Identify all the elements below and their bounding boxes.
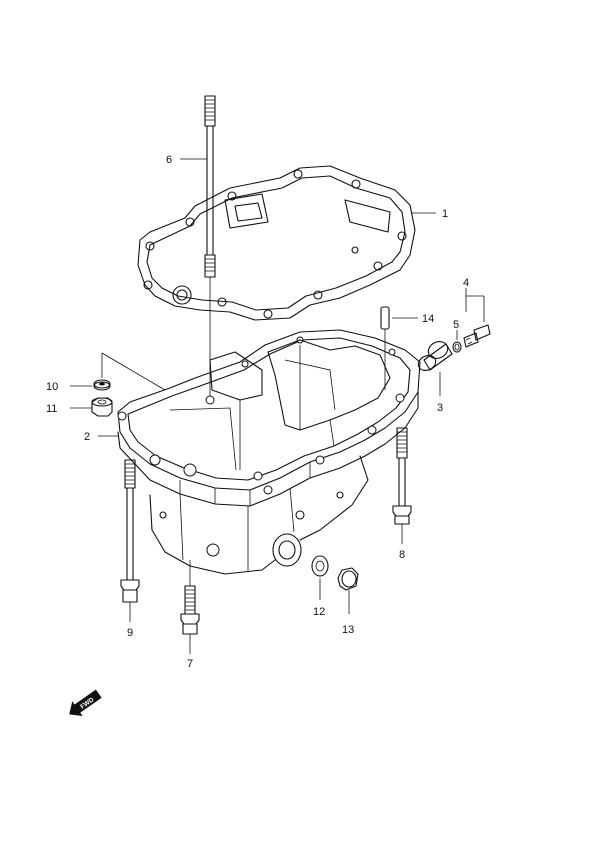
- callout-11: 11: [46, 403, 57, 415]
- callout-13: 13: [342, 624, 354, 636]
- callout-1: 1: [442, 208, 448, 220]
- callout-7: 7: [187, 658, 193, 670]
- bolt-part-7: [180, 560, 200, 654]
- washer-part-10: [70, 379, 111, 391]
- nut-part-11: [70, 397, 113, 417]
- gasket-part-1: [137, 165, 416, 321]
- callout-5: 5: [453, 319, 459, 331]
- stud-bolt-part-6: [204, 95, 216, 400]
- callout-8: 8: [399, 549, 405, 561]
- callout-9: 9: [127, 627, 133, 639]
- drain-plug-part-13: [337, 567, 359, 614]
- washer-part-5: [452, 330, 462, 353]
- callout-4: 4: [463, 277, 469, 289]
- callout-3: 3: [437, 402, 443, 414]
- leader-10-11: [101, 352, 166, 391]
- bolt-part-8: [392, 427, 412, 544]
- dowel-pin-part-14: [380, 306, 418, 390]
- washer-part-12: [311, 555, 329, 600]
- sender-part-4: [463, 288, 491, 348]
- callout-10: 10: [46, 381, 58, 393]
- fitting-part-3: [417, 341, 453, 396]
- oil-pan-part-2: [117, 329, 421, 575]
- callout-12: 12: [313, 606, 325, 618]
- forward-arrow-icon: FWD: [69, 689, 102, 716]
- callout-2: 2: [84, 431, 90, 443]
- callout-14: 14: [422, 313, 434, 325]
- callout-6: 6: [166, 154, 172, 166]
- bolt-part-9: [120, 459, 140, 622]
